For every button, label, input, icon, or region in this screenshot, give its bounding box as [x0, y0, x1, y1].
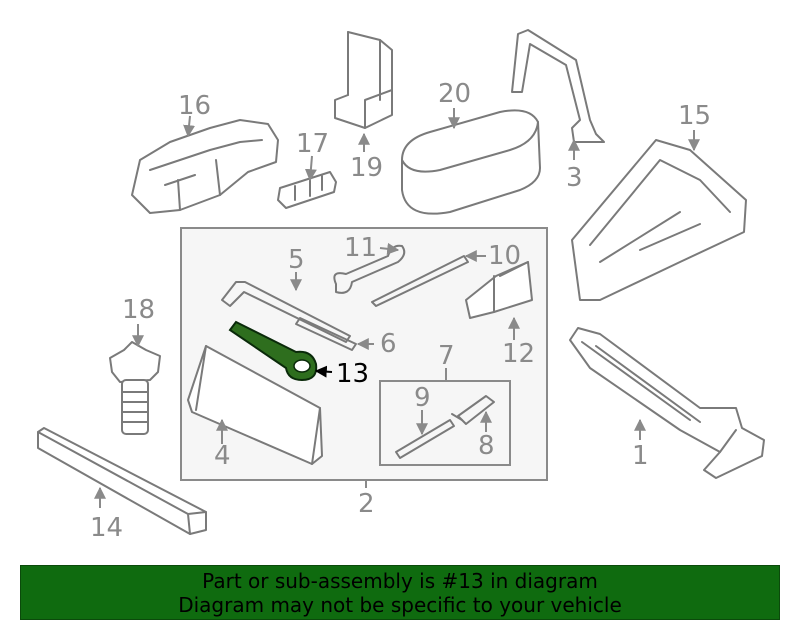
- callout-12: 12: [502, 339, 535, 369]
- part-12-hook[interactable]: [465, 261, 533, 319]
- callout-9: 9: [414, 383, 431, 413]
- callout-11: 11: [344, 233, 377, 263]
- callout-4: 4: [214, 441, 231, 471]
- info-banner: Part or sub-assembly is #13 in diagram D…: [20, 565, 780, 620]
- part-17-clip[interactable]: [277, 171, 337, 209]
- callout-14: 14: [90, 513, 123, 543]
- callout-7: 7: [438, 341, 455, 371]
- part-15-foam-insert[interactable]: [571, 139, 747, 301]
- callout-10: 10: [488, 241, 521, 271]
- callout-6: 6: [380, 329, 397, 359]
- part-9-bit[interactable]: [395, 419, 455, 459]
- part-20-foam-block[interactable]: [401, 109, 541, 215]
- part-4-pad[interactable]: [187, 345, 323, 465]
- part-11-open-wrench[interactable]: [333, 244, 406, 294]
- callout-1: 1: [632, 441, 649, 471]
- parts-diagram: 16 19 17 20 3 15 18 14 1 5 6 11 10 12 7 …: [37, 29, 765, 543]
- callout-19: 19: [350, 153, 383, 183]
- callout-15: 15: [678, 101, 711, 131]
- callout-13: 13: [336, 359, 369, 389]
- leader-lines: [94, 108, 700, 508]
- banner-line-1: Part or sub-assembly is #13 in diagram: [202, 568, 598, 593]
- part-10-rod[interactable]: [371, 255, 469, 307]
- part-8-screwdriver[interactable]: [451, 395, 495, 425]
- callout-20: 20: [438, 79, 471, 109]
- part-14-bar[interactable]: [37, 427, 207, 535]
- callout-17: 17: [296, 129, 329, 159]
- callout-3: 3: [566, 163, 583, 193]
- part-19-bracket[interactable]: [334, 31, 393, 129]
- part-6-rod[interactable]: [295, 317, 357, 351]
- callout-16: 16: [178, 91, 211, 121]
- callout-18: 18: [122, 295, 155, 325]
- callout-8: 8: [478, 431, 495, 461]
- part-18-bolt[interactable]: [109, 341, 161, 435]
- callout-5: 5: [288, 245, 305, 275]
- part-3-strap[interactable]: [511, 29, 605, 143]
- callout-labels: 16 19 17 20 3 15 18 14 1 5 6 11 10 12 7 …: [90, 79, 711, 543]
- part-13-tow-hook[interactable]: [228, 320, 318, 382]
- banner-line-2: Diagram may not be specific to your vehi…: [178, 592, 622, 617]
- callout-2: 2: [358, 489, 375, 519]
- part-16-tray[interactable]: [131, 119, 279, 214]
- part-1-jack[interactable]: [569, 327, 765, 479]
- part-5-lug-wrench[interactable]: [221, 281, 351, 343]
